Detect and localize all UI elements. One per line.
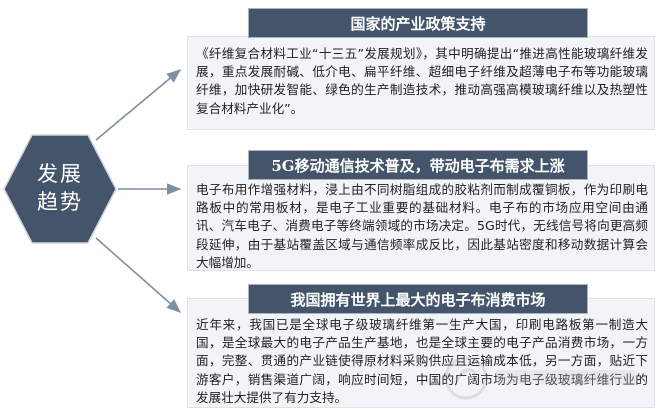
trend-hexagon — [3, 134, 117, 244]
trend-label-line1: 发展 — [37, 162, 83, 186]
policy-text: 《纤维复合材料工业“十三五”发展规划》，其中明确提出“推进高性能玻璃纤维发展，重… — [196, 46, 648, 116]
market-header: 我国拥有世界上最大的电子布消费市场 — [248, 284, 588, 314]
trend-label: 发展 趋势 — [2, 160, 118, 216]
watermark-logo — [444, 356, 636, 400]
5g-panel — [187, 165, 655, 271]
trend-label-line2: 趋势 — [37, 190, 83, 214]
5g-text: 电子布用作增强材料，浸上由不同树脂组成的胶粘剂而制成覆铜板，作为印刷电路板中的常… — [196, 182, 648, 270]
policy-panel — [187, 36, 655, 130]
arrow-to-market — [95, 237, 182, 313]
policy-header: 国家的产业政策支持 — [248, 8, 588, 38]
5g-header: 5G移动通信技术普及，带动电子布需求上涨 — [248, 150, 588, 180]
arrow-to-policy — [95, 69, 182, 141]
market-text: 近年来，我国已是全球电子级玻璃纤维第一生产大国，印刷电路板第一制造大国，是全球最… — [196, 317, 648, 405]
